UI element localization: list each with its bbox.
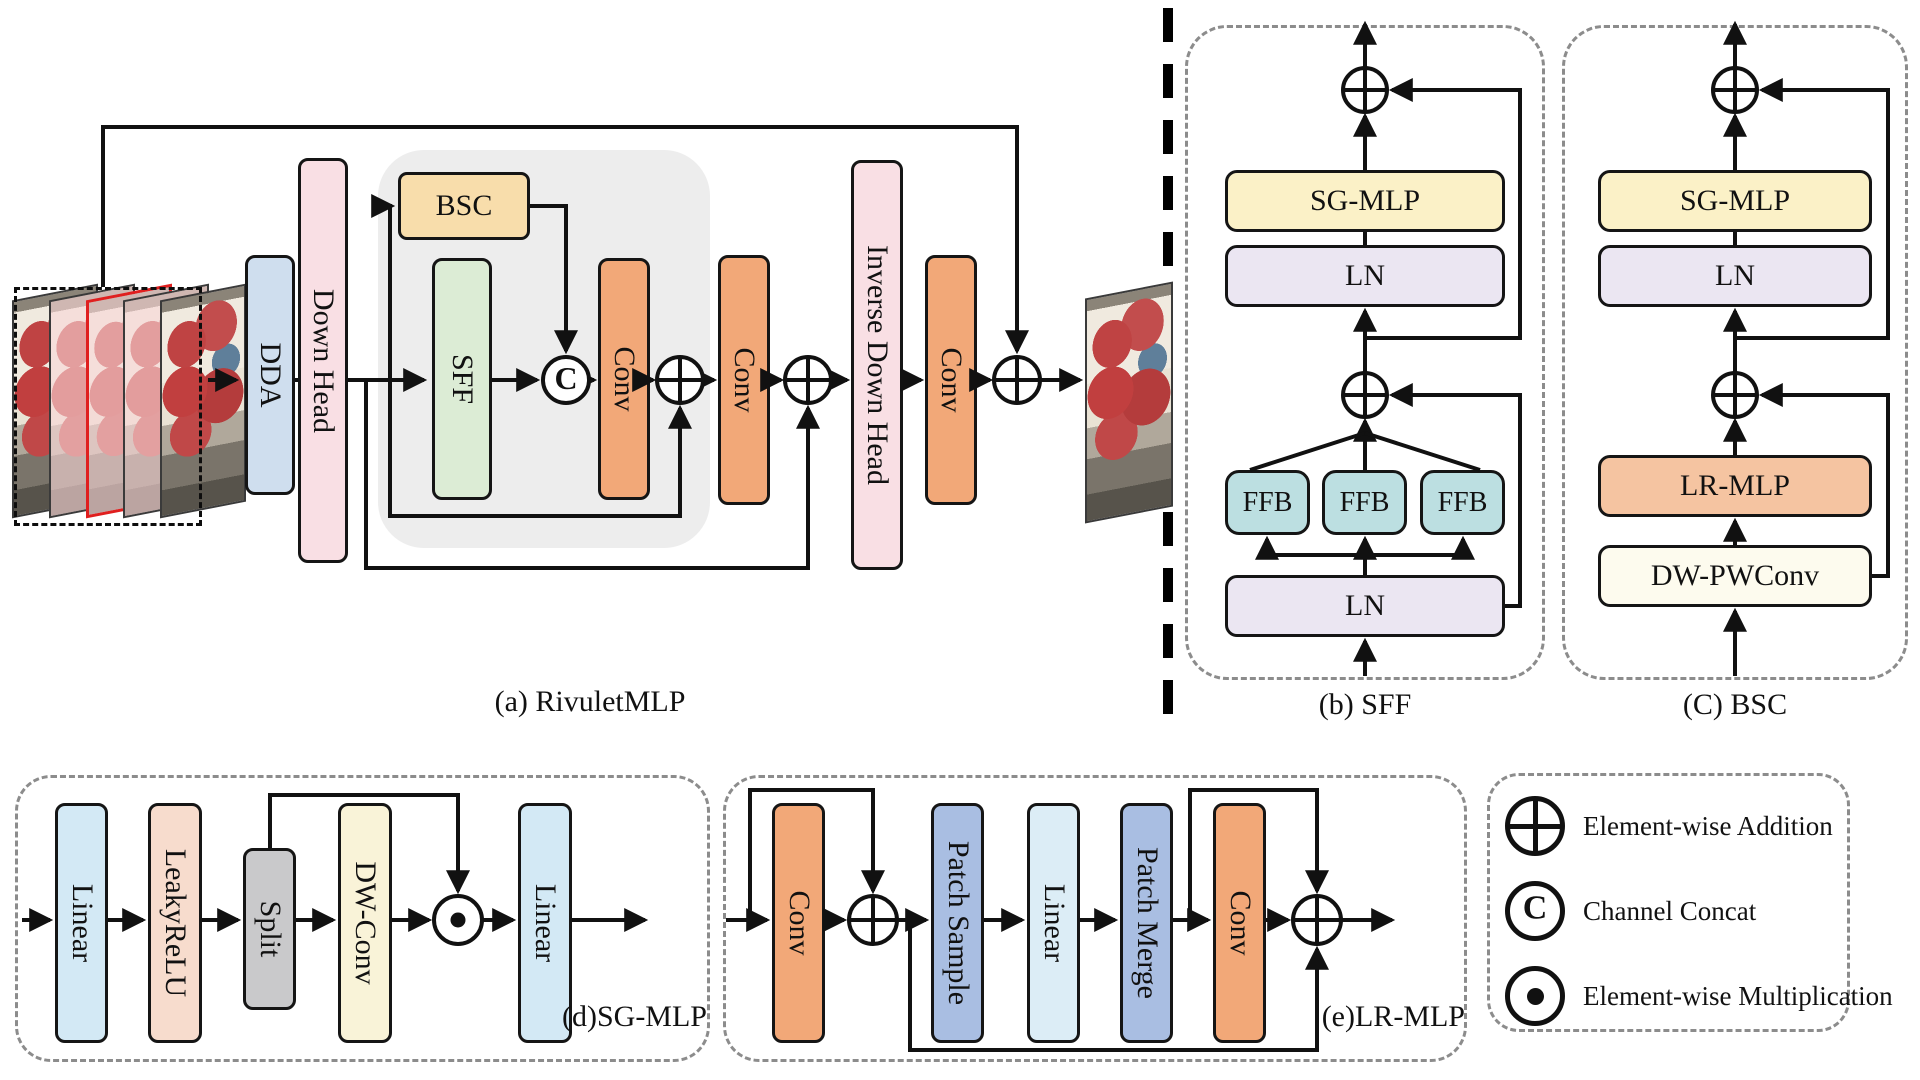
output-image [1085,281,1173,524]
block-e-patch-sample: Patch Sample [931,803,984,1043]
block-d-leaky-relu: LeakyReLU [148,803,202,1043]
caption-e: (e)LR-MLP [1321,1000,1465,1033]
block-e-linear: Linear [1027,803,1080,1043]
block-inverse-down-head-label: Inverse Down Head [861,245,894,485]
block-conv2-label: Conv [728,347,761,413]
add-circle-a3 [992,355,1042,405]
block-b-ln-top-label: LN [1345,259,1385,292]
block-d-linear-in-label: Linear [65,883,99,963]
block-b-ffb2-label: FFB [1339,486,1390,518]
block-d-linear-in: Linear [55,803,108,1043]
block-e-patch-sample-label: Patch Sample [941,840,975,1006]
block-e-patch-merge-label: Patch Merge [1130,847,1164,999]
block-inverse-down-head: Inverse Down Head [851,160,903,570]
caption-b: (b) SFF [1318,688,1412,721]
block-d-dw-conv: DW-Conv [338,803,392,1043]
legend-item-concat: C Channel Concat [1505,881,1756,941]
block-c-ln-label: LN [1715,259,1755,292]
concat-symbol-label: C [554,360,578,397]
legend-label-multiplication: Element-wise Multiplication [1583,980,1893,1011]
block-b-ln-bottom-label: LN [1345,589,1385,622]
block-d-linear-out: Linear [518,803,572,1043]
block-c-sg-mlp: SG-MLP [1598,170,1872,232]
panel-d-sg-mlp [15,775,710,1062]
block-d-leaky-relu-label: LeakyReLU [159,848,192,998]
block-c-dw-pwconv-label: DW-PWConv [1650,559,1820,592]
block-c-ln: LN [1598,245,1872,307]
block-b-ffb1: FFB [1225,470,1310,535]
block-e-conv1-label: Conv [782,890,816,956]
block-conv1: Conv [598,258,650,500]
block-e-linear-label: Linear [1037,883,1071,963]
legend-panel [1487,773,1850,1032]
block-c-sg-mlp-label: SG-MLP [1679,184,1791,217]
block-b-ln-bottom: LN [1225,575,1505,637]
block-down-head-label: Down Head [307,288,340,433]
block-d-linear-out-label: Linear [529,883,562,963]
block-sff-label: SFF [446,353,479,405]
block-conv2: Conv [718,255,770,505]
plus-circle-icon [1505,796,1565,856]
legend-label-addition: Element-wise Addition [1583,810,1833,841]
panel-e-lr-mlp [723,775,1467,1062]
input-stack-dashed-box [14,287,202,526]
block-e-conv1: Conv [772,803,825,1043]
block-d-split-label: Split [253,900,287,958]
block-c-lr-mlp-label: LR-MLP [1679,469,1790,502]
block-b-ffb1-label: FFB [1242,486,1293,518]
block-bsc-label: BSC [435,189,493,222]
legend-label-concat: Channel Concat [1583,895,1757,926]
block-d-split: Split [243,848,296,1010]
legend-item-multiplication: Element-wise Multiplication [1505,966,1893,1026]
block-c-lr-mlp: LR-MLP [1598,455,1872,517]
block-b-ffb3-label: FFB [1437,486,1488,518]
dot-circle-icon [1505,966,1565,1026]
block-conv3-label: Conv [935,347,968,413]
block-conv1-label: Conv [608,346,641,412]
block-e-conv2: Conv [1213,803,1266,1043]
caption-d: (d)SG-MLP [561,1000,707,1033]
block-b-ln-top: LN [1225,245,1505,307]
legend-item-addition: Element-wise Addition [1505,796,1833,856]
c-circle-icon: C [1505,881,1565,941]
add-circle-a2 [783,355,833,405]
block-dda: DDA [245,255,295,495]
block-bsc: BSC [398,172,530,240]
caption-a: (a) RivuletMLP [494,685,686,718]
block-conv3: Conv [925,255,977,505]
block-e-conv2-label: Conv [1223,890,1257,956]
block-b-ffb3: FFB [1420,470,1505,535]
block-d-dw-conv-label: DW-Conv [349,861,382,985]
block-dda-label: DDA [254,342,287,408]
block-b-sg-mlp-label: SG-MLP [1309,184,1421,217]
block-b-sg-mlp: SG-MLP [1225,170,1505,232]
block-e-patch-merge: Patch Merge [1120,803,1173,1043]
block-down-head: Down Head [298,158,348,563]
block-sff: SFF [432,258,492,500]
caption-c: (C) BSC [1682,688,1788,721]
block-c-dw-pwconv: DW-PWConv [1598,545,1872,607]
block-b-ffb2: FFB [1322,470,1407,535]
